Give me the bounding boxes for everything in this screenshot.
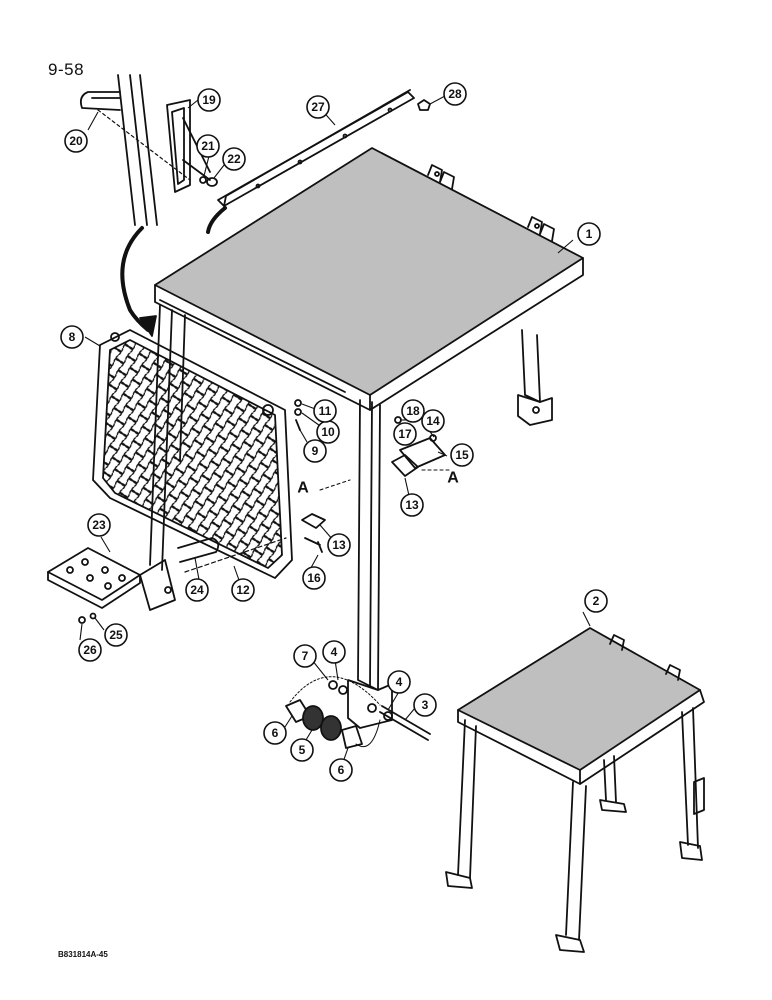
callout-14: 14	[426, 414, 440, 428]
callout-7: 7	[302, 649, 309, 663]
callout-22: 22	[227, 152, 241, 166]
angle-strip	[217, 89, 415, 207]
callout-19: 19	[202, 93, 216, 107]
callout-13-right: 13	[405, 498, 419, 512]
callout-25: 25	[109, 628, 123, 642]
callout-20: 20	[69, 134, 83, 148]
install-arrow	[120, 226, 150, 332]
callout-9: 9	[312, 444, 319, 458]
canopy-roof	[154, 147, 584, 411]
canopy-alternate	[445, 627, 705, 953]
callout-23: 23	[92, 518, 106, 532]
callout-4-lower: 4	[396, 675, 403, 689]
bolt-16	[304, 537, 323, 553]
rubber-bumper-left	[301, 513, 326, 529]
nut	[206, 177, 218, 187]
callout-5: 5	[299, 743, 306, 757]
callout-18: 18	[406, 404, 420, 418]
callout-26: 26	[83, 643, 97, 657]
figure-code: B831814A-45	[58, 950, 108, 959]
callout-1: 1	[586, 227, 593, 241]
pin-assembly	[285, 676, 431, 749]
grab-handle	[166, 99, 211, 193]
page-number: 9-58	[48, 60, 85, 79]
callout-6-right: 6	[338, 763, 345, 777]
callout-21: 21	[201, 139, 215, 153]
callout-15: 15	[455, 448, 469, 462]
view-marker-a-right: A	[447, 470, 459, 487]
callout-24: 24	[190, 583, 204, 597]
callout-2: 2	[593, 594, 600, 608]
callout-circles	[60, 82, 608, 782]
view-marker-a-left: A	[297, 480, 309, 497]
callout-3: 3	[422, 698, 429, 712]
callout-10: 10	[321, 425, 335, 439]
step-u-bolt	[177, 537, 220, 563]
lock-washer	[199, 176, 207, 184]
u-bolt	[79, 91, 121, 111]
cap-screw	[417, 99, 431, 111]
callout-16: 16	[307, 571, 321, 585]
callout-28: 28	[448, 87, 462, 101]
side-screen	[92, 329, 293, 579]
callout-6-left: 6	[272, 726, 279, 740]
callout-8: 8	[69, 330, 76, 344]
callout-13-left: 13	[332, 538, 346, 552]
step-plate	[47, 547, 176, 611]
callout-17: 17	[398, 427, 412, 441]
mounting-tabs	[427, 164, 555, 242]
callout-12: 12	[236, 583, 250, 597]
callout-11: 11	[319, 404, 332, 418]
callout-4-upper: 4	[331, 645, 338, 659]
callout-27: 27	[311, 100, 325, 114]
frame-upright-partial	[117, 74, 158, 226]
rubber-bumper-right	[391, 454, 419, 477]
